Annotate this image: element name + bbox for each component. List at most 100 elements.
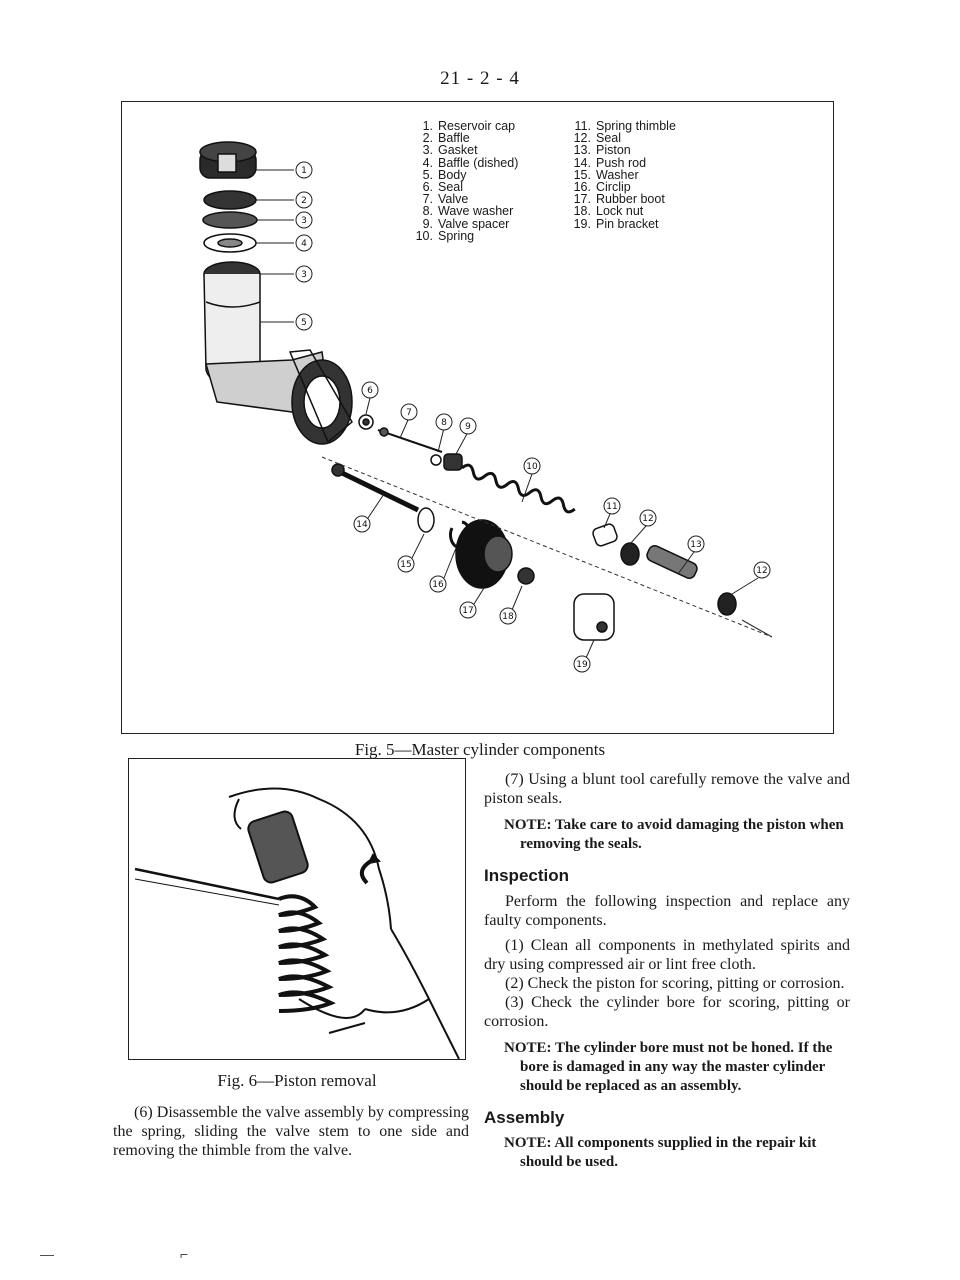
legend-item: 7. Valve [414, 192, 518, 207]
callout-number: 5 [301, 318, 307, 328]
legend-number: 11. [574, 119, 591, 133]
legend-number: 18. [573, 204, 591, 219]
legend-label: Piston [596, 143, 631, 158]
step-7-paragraph: (7) Using a blunt tool carefully remove … [484, 771, 850, 807]
legend-item: 16. Circlip [572, 180, 676, 195]
piston-removal-illustration [134, 787, 460, 1059]
callout-circle [753, 561, 771, 579]
legend-number: 14. [573, 155, 591, 170]
legend-item: 17. Rubber boot [572, 192, 676, 207]
legend-label: Lock nut [596, 204, 644, 219]
callout-circle [295, 211, 313, 229]
legend-item: 3.Gasket [414, 143, 518, 158]
note-seals: NOTE: Take care to avoid damaging the pi… [504, 817, 844, 852]
callout-circle [429, 575, 447, 593]
callout-number: 7 [406, 408, 412, 418]
callout-circle [687, 535, 705, 553]
inspection-step-1: (1) Clean all components in methylated s… [484, 937, 850, 973]
legend-label: Washer [596, 167, 639, 182]
callout-circle [523, 457, 541, 475]
callout-number: 12 [756, 566, 767, 576]
callout-number: 2 [301, 196, 307, 206]
legend-label: Gasket [438, 143, 478, 158]
step-6-paragraph: (6) Disassemble the valve assembly by co… [113, 1104, 469, 1159]
callout-number: 4 [301, 239, 307, 249]
legend-item: 14. Push rod [572, 155, 676, 170]
callout-circle [603, 497, 621, 515]
legend-label: Valve spacer [438, 216, 510, 231]
callout-number: 16 [432, 580, 444, 590]
legend-item: 19.Pin bracket [572, 216, 676, 231]
legend-number: 16. [573, 180, 591, 195]
callout-number: 18 [502, 612, 514, 622]
legend-number: 1. [422, 119, 433, 133]
inspection-step-3: (3) Check the cylinder bore for scoring,… [484, 994, 850, 1030]
callout-number: 6 [367, 386, 373, 396]
assembly-heading: Assembly [484, 1108, 565, 1127]
callout-circle [397, 555, 415, 573]
legend-number: 6. [422, 180, 433, 195]
inspection-step-2: (2) Check the piston for scoring, pittin… [505, 975, 845, 992]
callout-number: 3 [301, 216, 307, 226]
callout-circle [400, 403, 418, 421]
legend-number: 2. [422, 131, 433, 146]
legend-number: 13. [573, 143, 591, 158]
callout-number: 15 [400, 560, 411, 570]
callout-circle [295, 191, 313, 209]
legend-label: Baffle (dished) [438, 155, 519, 170]
legend-number: 10. [415, 228, 433, 243]
callout-circle [295, 313, 313, 331]
legend-number: 12. [573, 131, 591, 146]
callout-number: 9 [465, 422, 471, 432]
callout-circle [353, 515, 371, 533]
legend-item: 10.Spring [414, 228, 518, 243]
note-cylinder-bore: NOTE: The cylinder bore must not be hone… [504, 1040, 833, 1094]
legend-label: Circlip [596, 180, 631, 195]
note-repair-kit: NOTE: All components supplied in the rep… [504, 1135, 817, 1170]
legend-item: 13. Piston [572, 143, 676, 158]
callout-number: 17 [462, 606, 473, 616]
right-column: (7) Using a blunt tool carefully remove … [484, 770, 850, 1172]
legend-label: Pin bracket [596, 216, 659, 231]
footer-left-mark: — [40, 1246, 54, 1262]
callout-number: 3 [301, 270, 307, 280]
callout-number: 10 [526, 462, 538, 472]
legend-label: Body [438, 167, 467, 182]
callout-circle [639, 509, 657, 527]
legend-label: Rubber boot [596, 192, 665, 207]
legend-item: 12. Seal [572, 131, 676, 146]
callout-number: 14 [356, 520, 368, 530]
legend-label: Seal [596, 131, 622, 146]
legend-item: 2. Baffle [414, 131, 518, 146]
legend-label: Spring thimble [596, 119, 676, 133]
legend-label: Valve [438, 192, 469, 207]
callout-circle [573, 655, 591, 673]
left-column: (6) Disassemble the valve assembly by co… [113, 1103, 469, 1160]
figure-5-caption: Fig. 5—Master cylinder components [354, 740, 606, 759]
page-number: 21 - 2 - 4 [440, 68, 520, 89]
callout-number: 11 [606, 502, 617, 512]
legend-number: 7. [422, 192, 433, 207]
legend-label: Wave washer [438, 204, 514, 219]
callout-number: 1 [301, 166, 307, 176]
callout-number: 12 [642, 514, 653, 524]
legend-item: 11. Spring thimble [572, 119, 676, 133]
legend-item: 5. Body [414, 167, 518, 182]
callout-circle [435, 413, 453, 431]
figure-6-caption: Fig. 6—Piston removal [217, 1071, 377, 1090]
legend-label: Push rod [596, 155, 647, 170]
legend-number: 17. [573, 192, 591, 207]
callout-circle [459, 601, 477, 619]
callout-circle [361, 381, 379, 399]
callout-circle [499, 607, 517, 625]
legend-number: 15. [573, 167, 591, 182]
legend-label: Baffle [438, 131, 470, 146]
legend-number: 8. [422, 204, 433, 219]
callout-circle [295, 234, 313, 252]
callout-circle [295, 265, 313, 283]
legend-number: 5. [422, 167, 433, 182]
legend-right: 11. Spring thimble 12. Seal 13. Piston 14. P… [572, 120, 676, 230]
legend-left: 1.Reservoir cap 2.Baffle 3.Gasket 4.Baff… [414, 119, 519, 243]
